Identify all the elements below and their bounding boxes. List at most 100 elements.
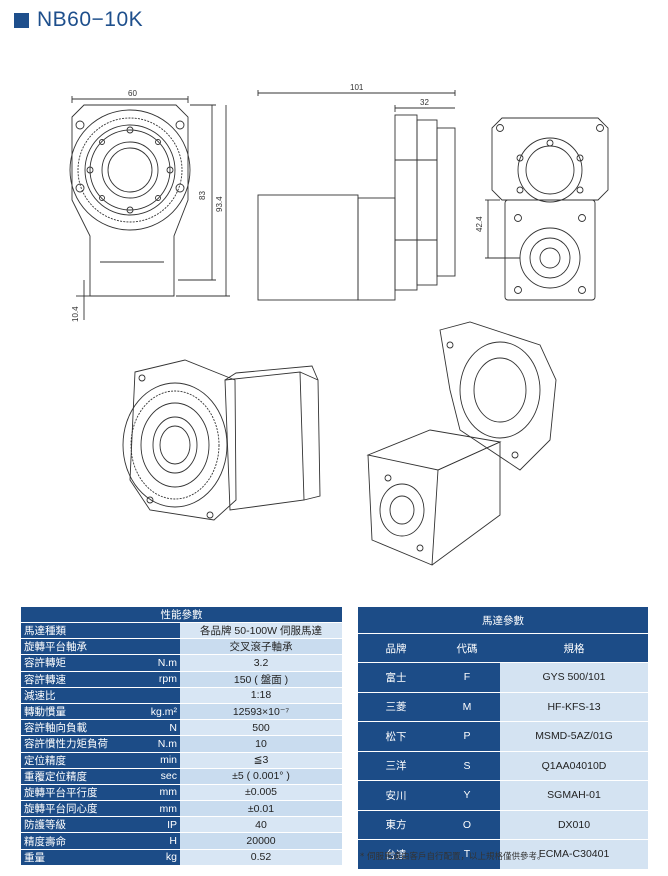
motor-col-code: 代碼: [434, 633, 500, 663]
dim-front-width: 60: [128, 89, 137, 98]
page-title: NB60−10K: [14, 8, 143, 32]
param-value: 20000: [180, 832, 342, 850]
param-label: 定位精度: [21, 752, 122, 769]
param-label: 旋轉平台平行度: [21, 784, 122, 802]
param-value: ±0.005: [180, 784, 342, 802]
motor-brand: 台達: [358, 839, 434, 870]
param-label: 精度壽命: [21, 832, 122, 850]
param-label: 重量: [21, 849, 122, 866]
param-value: 40: [180, 816, 342, 834]
param-value: ±5 ( 0.001° ): [180, 768, 342, 785]
dim-front-h1: 83: [198, 191, 207, 200]
motor-spec: ECMA-C30401: [500, 839, 648, 870]
param-label: 旋轉平台同心度: [21, 800, 122, 818]
param-unit: IP: [122, 816, 180, 834]
motor-code: O: [434, 810, 500, 840]
param-unit: kg.m²: [122, 703, 180, 721]
iso-view-right: [366, 321, 557, 566]
title-square-icon: [14, 12, 29, 28]
technical-drawings: 60 83 93.4 10.4 101 32 42.4: [69, 83, 609, 566]
param-label: 容許轉矩: [21, 654, 122, 672]
motor-code: S: [434, 751, 500, 781]
motor-spec: MSMD-5AZ/01G: [500, 721, 648, 752]
param-value: 12593×10⁻⁷: [180, 703, 342, 721]
motor-note: * 伺服馬達由客戶自行配置，以上規格僅供參考。: [360, 852, 546, 862]
motor-code: M: [434, 692, 500, 722]
dim-front-h2: 93.4: [215, 196, 224, 212]
param-label: 減速比: [21, 687, 180, 704]
param-label: 容許軸向負載: [21, 719, 122, 737]
motor-brand: 安川: [358, 780, 434, 811]
param-unit: min: [122, 752, 180, 769]
performance-table: 性能參數 馬達種類各品牌 50-100W 伺服馬達旋轉平台軸承交叉滾子軸承容許轉…: [21, 607, 342, 866]
param-unit: sec: [122, 768, 180, 785]
param-value: 3.2: [180, 654, 342, 672]
param-unit: N.m: [122, 654, 180, 672]
param-unit: N: [122, 719, 180, 737]
param-label: 轉動慣量: [21, 703, 122, 721]
param-unit: H: [122, 832, 180, 850]
param-unit: mm: [122, 784, 180, 802]
param-label: 容許轉速: [21, 671, 122, 688]
motor-spec: GYS 500/101: [500, 662, 648, 693]
param-value: ±0.01: [180, 800, 342, 818]
motor-spec: SGMAH-01: [500, 780, 648, 811]
motor-col-spec: 規格: [500, 633, 648, 663]
param-value: 150 ( 盤面 ): [180, 671, 342, 688]
side-view-drawing: [257, 90, 456, 301]
param-value: 10: [180, 735, 342, 753]
motor-header: 馬達參數: [358, 607, 648, 634]
motor-code: T: [434, 839, 500, 870]
param-label: 防護等級: [21, 816, 122, 834]
motor-code: F: [434, 662, 500, 693]
front-view-drawing: [69, 96, 230, 320]
motor-spec: DX010: [500, 810, 648, 840]
param-label: 馬達種類: [21, 622, 180, 640]
param-unit: mm: [122, 800, 180, 818]
param-value: 1:18: [180, 687, 342, 704]
table-row: 旋轉平台軸承交叉滾子軸承: [21, 638, 342, 656]
param-value: 0.52: [180, 849, 342, 866]
param-unit: N.m: [122, 735, 180, 753]
param-label: 容許慣性力矩負荷: [21, 735, 122, 753]
table-row: 馬達種類各品牌 50-100W 伺服馬達: [21, 622, 342, 640]
rear-view-drawing: [485, 117, 609, 301]
param-label: 重覆定位精度: [21, 768, 122, 785]
performance-header: 性能參數: [21, 607, 342, 623]
param-value: ≦3: [180, 752, 342, 769]
motor-brand: 東方: [358, 810, 434, 840]
param-unit: rpm: [122, 671, 180, 688]
motor-code: P: [434, 721, 500, 752]
model-name: NB60−10K: [37, 8, 144, 31]
iso-view-left: [122, 359, 321, 521]
param-value: 各品牌 50-100W 伺服馬達: [180, 622, 342, 640]
param-value: 500: [180, 719, 342, 737]
param-unit: kg: [122, 849, 180, 866]
motor-code: Y: [434, 780, 500, 811]
dim-side-length: 101: [350, 83, 364, 92]
dim-rear-h: 42.4: [475, 216, 484, 232]
param-value: 交叉滾子軸承: [180, 638, 342, 656]
motor-brand: 富士: [358, 662, 434, 693]
motor-brand: 松下: [358, 721, 434, 752]
motor-brand: 三菱: [358, 692, 434, 722]
